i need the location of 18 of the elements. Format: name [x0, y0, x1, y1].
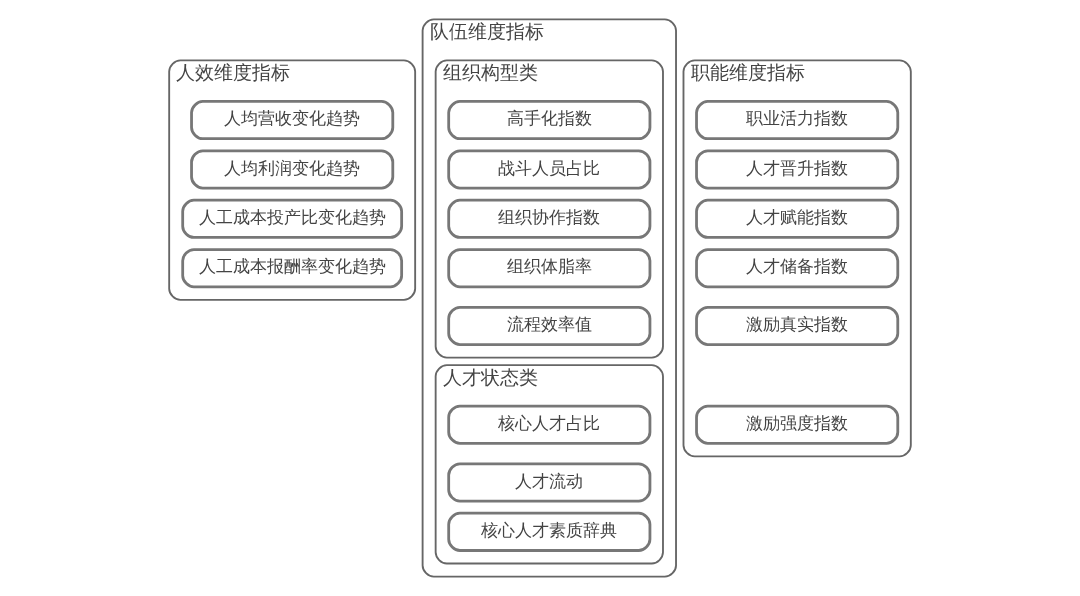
node-box: 组织协作指数	[447, 198, 652, 239]
node-box: 人才赋能指数	[695, 198, 900, 239]
node-box: 组织体脂率	[447, 248, 652, 289]
node-box: 人才流动	[447, 462, 652, 503]
node-box: 人工成本报酬率变化趋势	[181, 248, 404, 289]
node-box: 高手化指数	[447, 100, 652, 141]
node-box: 人工成本投产比变化趋势	[181, 198, 404, 239]
node-box: 人才晋升指数	[695, 149, 900, 190]
node-box: 激励强度指数	[695, 404, 900, 445]
node-box: 人均利润变化趋势	[190, 149, 395, 190]
node-box: 核心人才占比	[447, 404, 652, 445]
node-box: 战斗人员占比	[447, 149, 652, 190]
node-box: 人均营收变化趋势	[190, 100, 395, 141]
node-box: 流程效率值	[447, 305, 652, 346]
node-box: 人才储备指数	[695, 248, 900, 289]
node-box: 激励真实指数	[695, 305, 900, 346]
node-box: 核心人才素质辞典	[447, 511, 652, 552]
node-box: 职业活力指数	[695, 100, 900, 141]
